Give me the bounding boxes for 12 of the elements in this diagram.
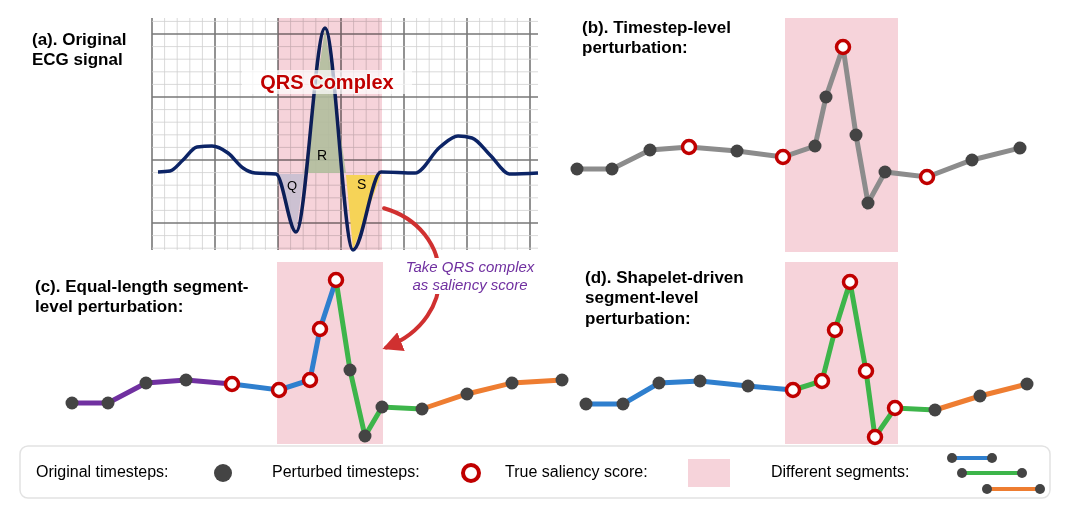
panel-title: (d). Shapelet-driven segment-level perturbation: [585,268,745,330]
wave-label: R [317,147,329,164]
annotation-text: QRS Complex [242,70,412,94]
legend-text: Perturbed timesteps: [272,462,420,482]
legend-text: True saliency score: [505,462,648,482]
legend-text: Different segments: [771,462,910,482]
wave-label: Q [287,178,298,194]
panel-title: (a). Original ECG signal [32,30,128,71]
panel-title: (b). Timestep-level perturbation: [582,18,732,59]
panel-title: (c). Equal-length segment-level perturbation: [35,277,250,318]
wave-label: S [357,176,368,193]
legend-text: Original timesteps: [36,462,169,482]
